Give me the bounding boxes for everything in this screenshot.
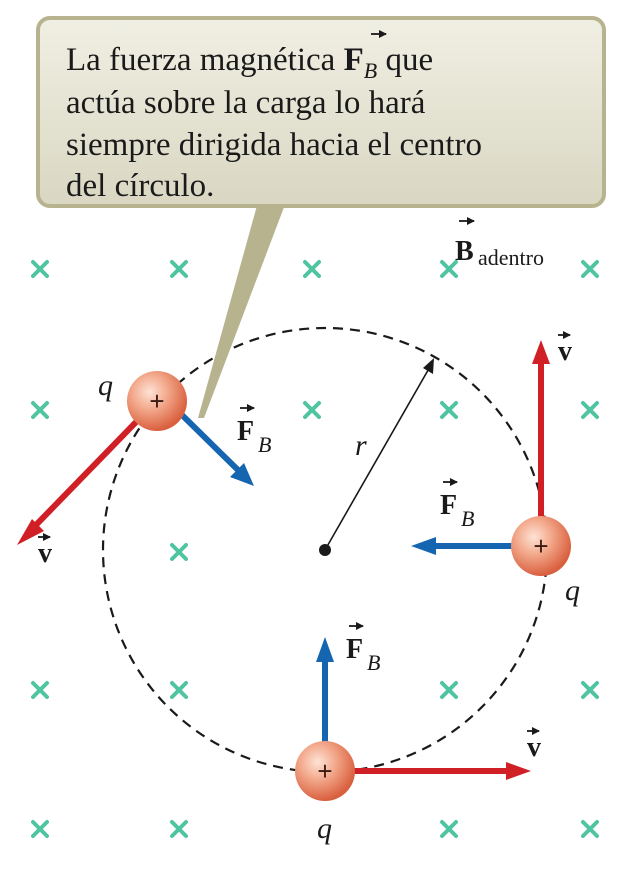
force-arrowhead [230, 463, 254, 486]
svg-text:v: v [527, 732, 541, 763]
force-arrowhead [316, 637, 334, 662]
positive-charge [127, 371, 187, 431]
x-mark-icon [303, 260, 321, 278]
x-mark-icon [581, 260, 599, 278]
radius-label: r [355, 429, 367, 462]
x-mark-icon [170, 543, 188, 561]
x-mark-icon [31, 401, 49, 419]
velocity-label: v [558, 331, 572, 367]
callout-line-4: del círculo. [66, 168, 214, 204]
svg-text:F: F [237, 416, 254, 447]
charge-bottom: + q F B v [295, 622, 541, 845]
svg-text:v: v [558, 336, 572, 367]
velocity-arrowhead [17, 519, 44, 545]
charge-upper-left: + q F B v [17, 369, 271, 569]
x-mark-icon [303, 401, 321, 419]
force-label: F B [346, 622, 380, 675]
force-arrow [179, 412, 243, 475]
x-mark-icon [440, 260, 458, 278]
x-mark-icon [581, 401, 599, 419]
charge-label: q [565, 574, 580, 607]
svg-text:B: B [258, 432, 271, 457]
velocity-label: v [527, 727, 541, 763]
callout-line-3: siempre dirigida hacia el centro [66, 127, 482, 163]
velocity-label: v [38, 533, 52, 569]
svg-text:B: B [367, 650, 380, 675]
x-mark-icon [31, 820, 49, 838]
x-mark-icon [440, 401, 458, 419]
magnetic-field-markers [31, 260, 599, 838]
x-mark-icon [581, 820, 599, 838]
svg-text:B: B [461, 506, 474, 531]
svg-text:v: v [38, 538, 52, 569]
charge-sign: + [317, 756, 332, 786]
callout-line-2: actúa sobre la carga lo hará [66, 85, 426, 121]
x-mark-icon [170, 681, 188, 699]
x-mark-icon [170, 260, 188, 278]
field-label: B adentro [455, 217, 544, 270]
x-mark-icon [440, 820, 458, 838]
force-label: F B [237, 404, 271, 457]
x-mark-icon [31, 681, 49, 699]
callout-pointer [198, 202, 286, 418]
velocity-arrowhead [506, 762, 531, 780]
callout-box: La fuerza magnética FB que actúa sobre l… [36, 16, 606, 208]
svg-text:F: F [346, 634, 363, 665]
charge-sign: + [149, 386, 164, 416]
svg-text:B: B [455, 236, 474, 267]
svg-text:adentro: adentro [478, 245, 544, 270]
positive-charge [511, 516, 571, 576]
charge-label: q [317, 812, 332, 845]
charge-sign: + [533, 531, 548, 561]
force-label: F B [440, 478, 474, 531]
charge-label: q [98, 369, 113, 402]
velocity-arrowhead [532, 340, 550, 364]
force-arrowhead [411, 537, 436, 555]
radius-vector [324, 358, 434, 551]
svg-text:F: F [440, 490, 457, 521]
x-mark-icon [581, 681, 599, 699]
circle-center [319, 544, 331, 556]
charge-right: + q F B v [411, 331, 580, 607]
x-mark-icon [31, 260, 49, 278]
velocity-arrow [31, 417, 141, 530]
positive-charge [295, 741, 355, 801]
callout-line-1: La fuerza magnética FB que [66, 42, 433, 83]
x-mark-icon [440, 681, 458, 699]
x-mark-icon [170, 820, 188, 838]
